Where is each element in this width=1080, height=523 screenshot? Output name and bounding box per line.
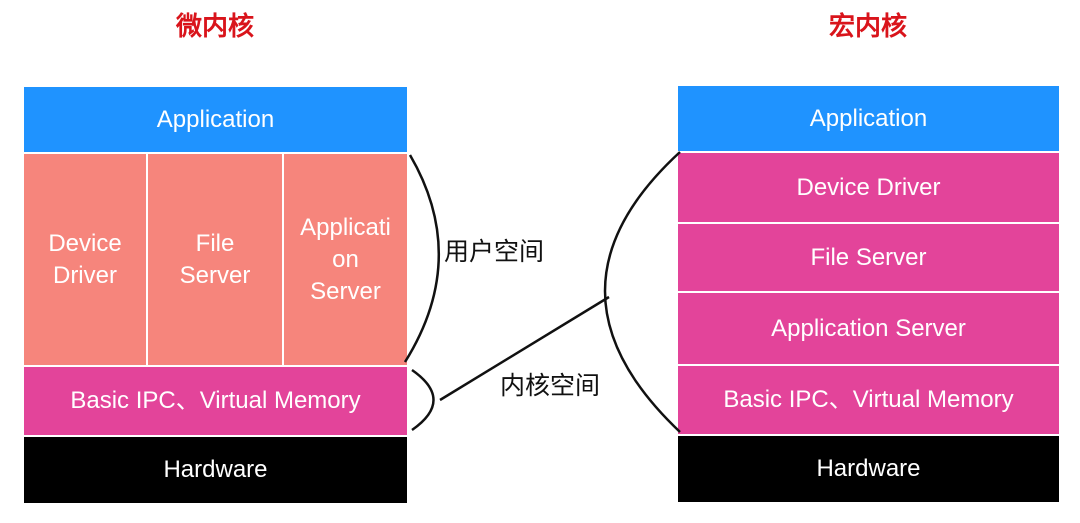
mono-file-server-label: File Server (810, 243, 927, 271)
micro-application-layer: Application (23, 86, 408, 153)
micro-device-driver-label: Device Driver (48, 229, 122, 289)
micro-basic-ipc-label: Basic IPC、Virtual Memory (70, 387, 361, 414)
mono-hardware-layer: Hardware (677, 435, 1060, 503)
micro-application-server-label: Applicati on Server (300, 213, 391, 305)
mono-application-server-label: Application Server (771, 314, 966, 342)
mono-application-layer: Application (677, 85, 1060, 152)
microkernel-title: 微内核 (175, 12, 254, 42)
micro-application-server-block: Applicati on Server (283, 153, 408, 366)
micro-application-label: Application (156, 105, 275, 133)
mono-application-label: Application (809, 104, 928, 132)
mono-kernel-space-bracket (603, 151, 681, 433)
micro-kernel-layer: Basic IPC、Virtual Memory (23, 366, 408, 436)
micro-user-space-bracket (403, 154, 440, 363)
mono-basic-ipc-label: Basic IPC、Virtual Memory (723, 386, 1014, 413)
micro-kernel-space-bracket (411, 368, 435, 432)
micro-hardware-layer: Hardware (23, 436, 408, 504)
mono-application-server-layer: Application Server (677, 292, 1060, 365)
kernel-space-label: 内核空间 (500, 371, 601, 400)
mono-device-driver-label: Device Driver (796, 173, 941, 201)
micro-hardware-label: Hardware (163, 456, 268, 483)
micro-device-driver-block: Device Driver (23, 153, 147, 366)
mono-file-server-layer: File Server (677, 223, 1060, 292)
micro-file-server-label: File Server (179, 229, 251, 289)
mono-kernel-layer: Basic IPC、Virtual Memory (677, 365, 1060, 435)
mono-device-driver-layer: Device Driver (677, 152, 1060, 223)
monolithic-title: 宏内核 (828, 12, 907, 42)
kernel-space-connector (439, 295, 610, 402)
mono-hardware-label: Hardware (816, 455, 921, 482)
micro-file-server-block: File Server (147, 153, 283, 366)
user-space-label: 用户空间 (444, 237, 545, 266)
